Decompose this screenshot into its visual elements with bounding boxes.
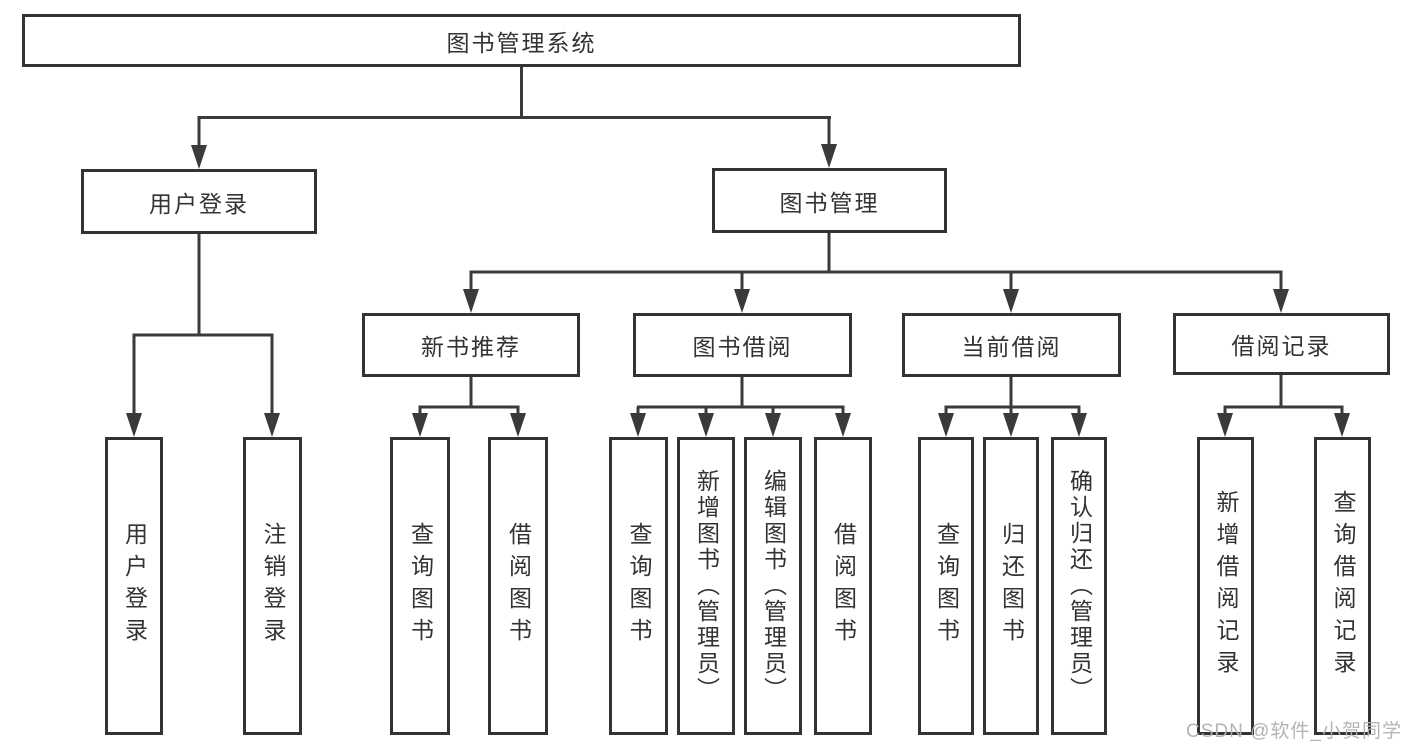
leaf-logout: 注销登录 xyxy=(243,437,302,735)
arrowhead xyxy=(1003,413,1019,437)
leaf-bb-add-books-admin: 新增图书（管理员） xyxy=(677,437,735,735)
connector-new-book-rec-to-leaves xyxy=(412,377,526,437)
connector-current-borrow-to-leaves xyxy=(938,377,1087,437)
arrowhead xyxy=(1334,413,1350,437)
leaf-bb-query-books: 查询图书 xyxy=(609,437,668,735)
arrowhead xyxy=(510,413,526,437)
arrowhead xyxy=(126,413,142,437)
arrowhead xyxy=(264,413,280,437)
arrowhead xyxy=(412,413,428,437)
arrowhead xyxy=(1273,289,1289,313)
arrowhead xyxy=(835,413,851,437)
connector-user-login-to-leaves xyxy=(126,234,280,437)
leaf-nr-query-books: 查询图书 xyxy=(390,437,450,735)
arrowhead xyxy=(191,145,207,169)
leaf-cb-confirm-return-admin: 确认归还（管理员） xyxy=(1051,437,1107,735)
node-current-borrow: 当前借阅 xyxy=(902,313,1121,377)
node-borrow-record: 借阅记录 xyxy=(1173,313,1390,375)
leaf-bb-edit-books-admin: 编辑图书（管理员） xyxy=(744,437,802,735)
arrowhead xyxy=(1003,289,1019,313)
arrowhead xyxy=(698,413,714,437)
leaf-br-add-record: 新增借阅记录 xyxy=(1197,437,1254,735)
connector-book-mgmt-to-level3 xyxy=(463,233,1289,313)
node-book-borrow: 图书借阅 xyxy=(633,313,852,377)
csdn-watermark: CSDN @软件_小贺同学 xyxy=(1186,721,1402,742)
node-root: 图书管理系统 xyxy=(22,14,1021,67)
leaf-bb-borrow-books: 借阅图书 xyxy=(814,437,872,735)
leaf-cb-return-books: 归还图书 xyxy=(983,437,1039,735)
leaf-br-query-record: 查询借阅记录 xyxy=(1314,437,1371,735)
arrowhead xyxy=(821,144,837,168)
arrowhead xyxy=(765,413,781,437)
arrowhead xyxy=(463,289,479,313)
leaf-cb-query-books: 查询图书 xyxy=(918,437,974,735)
arrowhead xyxy=(630,413,646,437)
leaf-user-login: 用户登录 xyxy=(105,437,163,735)
node-book-mgmt: 图书管理 xyxy=(712,168,947,233)
connector-root-to-level2 xyxy=(191,67,837,169)
leaf-nr-borrow-books: 借阅图书 xyxy=(488,437,548,735)
node-new-book-rec: 新书推荐 xyxy=(362,313,580,377)
arrowhead xyxy=(1071,413,1087,437)
arrowhead xyxy=(1217,413,1233,437)
arrowhead xyxy=(734,289,750,313)
arrowhead xyxy=(938,413,954,437)
connector-borrow-record-to-leaves xyxy=(1217,374,1350,437)
node-user-login: 用户登录 xyxy=(81,169,317,234)
connector-book-borrow-to-leaves xyxy=(630,377,851,437)
